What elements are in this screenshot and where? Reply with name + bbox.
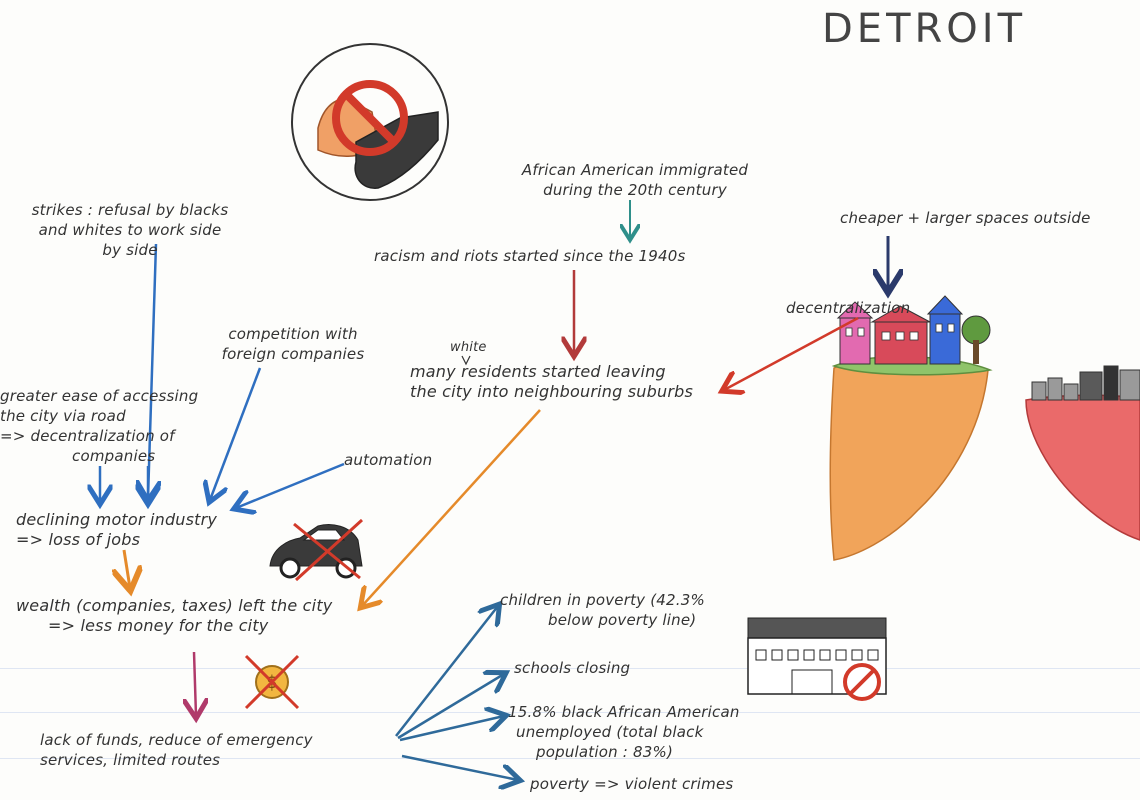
arrow-industry-to-wealth xyxy=(124,550,130,588)
node-decentralization: decentralization xyxy=(786,298,910,318)
node-cheaper-space: cheaper + larger spaces outside xyxy=(840,208,1091,228)
node-children: children in poverty (42.3% below poverty… xyxy=(500,590,705,630)
arrow-wealth-to-funds xyxy=(194,652,196,716)
node-automation: automation xyxy=(344,450,432,470)
arrow-automation-to-industry xyxy=(236,464,344,508)
node-wealth: wealth (companies, taxes) left the city … xyxy=(16,596,332,636)
node-immigration: African American immigrated during the 2… xyxy=(500,160,770,200)
node-white-insert: white xyxy=(450,338,487,358)
arrow-residents-to-wealth xyxy=(362,410,540,606)
node-funds: lack of funds, reduce of emergency servi… xyxy=(40,730,313,770)
crossed-coin-illustration: $ xyxy=(246,656,298,708)
node-racism: racism and riots started since the 1940s xyxy=(374,246,686,266)
node-unemployed: 15.8% black African American unemployed … xyxy=(508,702,740,762)
node-violence: poverty => violent crimes xyxy=(530,774,733,794)
suburb-island-illustration xyxy=(830,296,990,560)
node-motor-industry: declining motor industry => loss of jobs xyxy=(16,510,217,550)
node-competition: competition with foreign companies xyxy=(208,324,378,364)
node-road-access: greater ease of accessing the city via r… xyxy=(0,386,198,466)
crossed-car-illustration xyxy=(270,520,362,580)
hands-prohibition-illustration xyxy=(292,44,448,200)
arrow-competition-to-industry xyxy=(210,368,260,500)
node-schools: schools closing xyxy=(514,658,630,678)
arrow-funds-to-children xyxy=(396,606,498,736)
closed-school-illustration xyxy=(748,618,886,699)
node-strikes: strikes : refusal by blacks and whites t… xyxy=(10,200,250,260)
city-island-illustration xyxy=(1026,366,1140,540)
node-residents: many residents started leaving the city … xyxy=(410,362,693,402)
arrow-funds-to-violence xyxy=(402,756,518,780)
